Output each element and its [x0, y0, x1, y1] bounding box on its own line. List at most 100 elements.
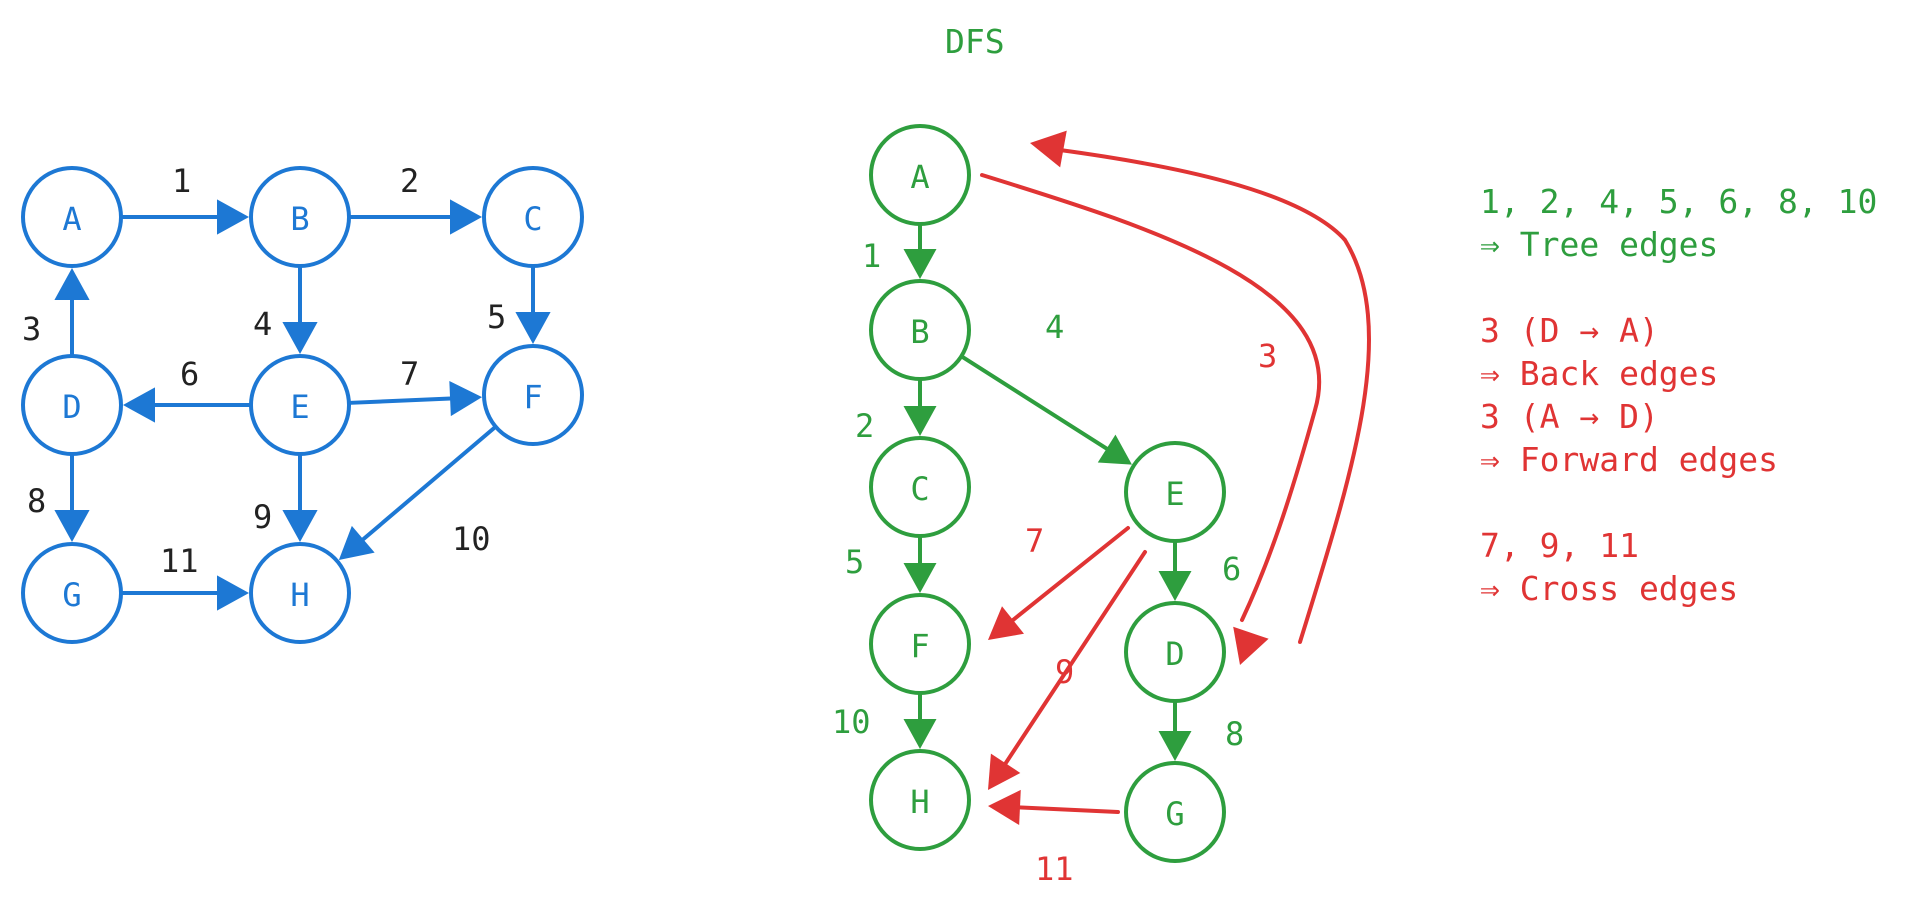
tree-edge-label-1: 1 [862, 237, 881, 275]
left-edge-label-4: 4 [253, 305, 272, 343]
left-edge-d-a-arrowhead [54, 268, 90, 300]
left-edge-b-c-arrowhead [450, 199, 482, 235]
dfs-edge-d-a-arrowhead [1030, 130, 1067, 168]
dfs-edge-label-3: 3 [1258, 337, 1277, 375]
tree-edge-a-b-arrowhead [903, 249, 937, 279]
tree-edge-e-d-arrowhead [1158, 571, 1192, 601]
diagram-title: DFS [945, 22, 1005, 61]
tree-edge-label-5: 5 [845, 543, 864, 581]
left-node-h-circle [249, 542, 351, 644]
dfs-edge-d-a [1058, 148, 1371, 644]
legend-cross-edges: ⇒ Cross edges [1480, 569, 1739, 608]
dfs-node-c-circle [869, 436, 971, 538]
left-node-b: B [249, 166, 351, 268]
dfs-edge-e-f [1005, 526, 1130, 627]
dfs-node-c: C [869, 436, 971, 538]
left-node-g-circle [21, 542, 123, 644]
tree-edge-label-10: 10 [832, 703, 871, 741]
tree-edge-label-2: 2 [855, 407, 874, 445]
dfs-node-g-label: G [1165, 795, 1184, 833]
dfs-node-f: F [869, 593, 971, 695]
left-node-c-circle [482, 166, 584, 268]
dfs-node-e: E [1124, 441, 1226, 543]
left-node-c: C [482, 166, 584, 268]
tree-edge-b-c-arrowhead [903, 406, 937, 436]
dfs-node-f-circle [869, 593, 971, 695]
left-node-h: H [249, 542, 351, 644]
dfs-edge-e-h [1000, 550, 1147, 771]
legend-cross-edge-numbers: 7, 9, 11 [1480, 526, 1639, 565]
left-edge-f-h [356, 426, 497, 546]
dfs-edge-label-9: 9 [1055, 653, 1074, 691]
dfs-node-a-circle [869, 124, 971, 226]
left-edge-label-11: 11 [160, 542, 199, 580]
legend-back-edge-numbers: 3 (D → A) [1480, 311, 1659, 350]
dfs-node-h-label: H [910, 783, 929, 821]
dfs-node-h: H [869, 749, 971, 851]
dfs-edge-a-d-arrowhead [1233, 626, 1269, 665]
tree-edge-label-8: 8 [1225, 715, 1244, 753]
legend-forward-edge-numbers: 3 (A → D) [1480, 397, 1659, 436]
left-edge-label-6: 6 [180, 355, 199, 393]
left-node-e-label: E [290, 388, 309, 426]
left-edge-label-9: 9 [253, 498, 272, 536]
dfs-node-e-label: E [1165, 475, 1184, 513]
dfs-edge-label-11: 11 [1035, 850, 1074, 888]
left-node-g-label: G [62, 576, 81, 614]
left-node-b-circle [249, 166, 351, 268]
left-node-e-circle [249, 354, 351, 456]
left-edge-e-d-arrowhead [123, 387, 155, 423]
left-edge-c-f-arrowhead [515, 312, 551, 344]
dfs-edge-a-d [980, 173, 1322, 622]
left-node-f-label: F [523, 378, 542, 416]
dfs-node-a: A [869, 124, 971, 226]
tree-edge-d-g-arrowhead [1158, 731, 1192, 761]
dfs-node-h-circle [869, 749, 971, 851]
dfs-edge-g-h [1011, 805, 1120, 814]
dfs-node-e-circle [1124, 441, 1226, 543]
left-edge-label-2: 2 [400, 162, 419, 200]
left-edge-label-5: 5 [487, 298, 506, 336]
left-edge-label-3: 3 [22, 310, 41, 348]
left-node-c-label: C [523, 200, 542, 238]
left-node-d: D [21, 354, 123, 456]
dfs-node-b-circle [869, 279, 971, 381]
left-node-a-label: A [62, 200, 81, 238]
legend-forward-edges: ⇒ Forward edges [1480, 440, 1779, 479]
left-node-d-circle [21, 354, 123, 456]
left-node-g: G [21, 542, 123, 644]
left-edge-e-h-arrowhead [282, 510, 318, 542]
tree-edge-c-f-arrowhead [903, 563, 937, 593]
dfs-node-b-label: B [910, 313, 929, 351]
dfs-node-d-label: D [1165, 635, 1184, 673]
left-edge-e-f-arrowhead [449, 380, 483, 417]
left-node-a: A [21, 166, 123, 268]
tree-edge-b-e-arrowhead [1097, 434, 1132, 465]
left-edge-a-b-arrowhead [217, 199, 249, 235]
dfs-node-a-label: A [910, 158, 929, 196]
left-node-f-circle [482, 344, 584, 446]
legend-tree-edge-numbers: 1, 2, 4, 5, 6, 8, 10 [1480, 182, 1878, 221]
left-node-a-circle [21, 166, 123, 268]
edge-legend: 1, 2, 4, 5, 6, 8, 10 ⇒ Tree edges 3 (D →… [1480, 180, 1877, 610]
dfs-node-c-label: C [910, 470, 929, 508]
left-node-h-label: H [290, 576, 309, 614]
left-node-f: F [482, 344, 584, 446]
left-edge-g-h-arrowhead [217, 575, 249, 611]
left-edge-d-g-arrowhead [54, 510, 90, 542]
dfs-edge-e-f-arrowhead [988, 606, 1024, 640]
legend-tree-edges: ⇒ Tree edges [1480, 225, 1719, 264]
left-edge-label-8: 8 [27, 482, 46, 520]
tree-edge-b-e [961, 355, 1114, 454]
left-edge-b-e-arrowhead [282, 322, 318, 354]
left-edge-label-7: 7 [400, 355, 419, 393]
dfs-node-d: D [1124, 601, 1226, 703]
tree-edge-label-4: 4 [1045, 308, 1064, 346]
left-edge-f-h-arrowhead [338, 525, 375, 560]
dfs-node-f-label: F [910, 627, 929, 665]
dfs-node-b: B [869, 279, 971, 381]
dfs-edge-label-7: 7 [1025, 522, 1044, 560]
